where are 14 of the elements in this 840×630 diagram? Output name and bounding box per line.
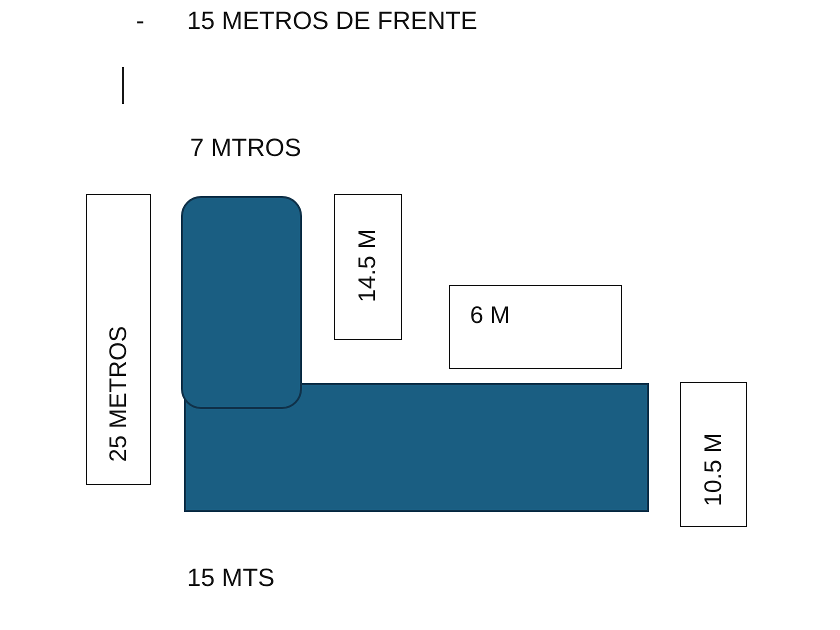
dimension-text: 10.5 M [700, 432, 728, 506]
frontage-note: 15 METROS DE FRENTE [187, 7, 478, 36]
dimension-text: 25 METROS [104, 326, 132, 462]
dimension-box [449, 285, 622, 369]
dimension-text: 6 M [470, 302, 510, 330]
dimension-text: 14.5 M [354, 229, 382, 302]
dimension-box [86, 194, 151, 485]
room-block [181, 196, 302, 409]
dimension-label: 7 MTROS [190, 134, 302, 163]
room-block [184, 383, 649, 512]
dimension-box [334, 194, 402, 340]
dimension-label: 15 MTS [187, 564, 275, 593]
dimension-box [680, 382, 747, 527]
bullet-dash: - [136, 7, 144, 36]
